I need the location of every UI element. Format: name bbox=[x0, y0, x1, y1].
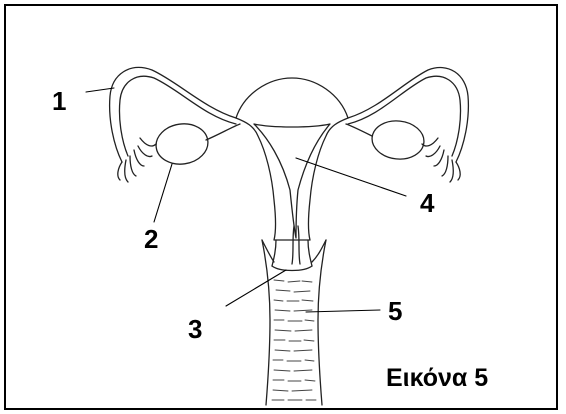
label-1: 1 bbox=[52, 88, 66, 114]
figure-caption: Εικόνα 5 bbox=[386, 366, 488, 391]
label-3: 3 bbox=[188, 316, 202, 342]
right-fimbriae bbox=[422, 138, 460, 182]
vaginal-fornix bbox=[272, 266, 312, 271]
right-tube-inner bbox=[348, 76, 461, 156]
uterine-cavity bbox=[254, 124, 330, 238]
left-ovary bbox=[153, 121, 210, 168]
uterus-body-outline bbox=[236, 78, 348, 240]
label-4: 4 bbox=[420, 190, 434, 216]
leader-lines bbox=[86, 88, 406, 312]
vagina-right-wall bbox=[318, 240, 326, 405]
leader-line-5 bbox=[306, 310, 380, 312]
right-ovary bbox=[370, 118, 426, 161]
label-2: 2 bbox=[144, 226, 158, 252]
left-ovarian-ligament bbox=[206, 124, 240, 140]
label-5: 5 bbox=[388, 298, 402, 324]
leader-line-2 bbox=[154, 164, 172, 222]
vaginal-rugae bbox=[272, 280, 316, 400]
vagina-left-wall bbox=[262, 240, 270, 405]
right-ovarian-ligament bbox=[346, 124, 372, 136]
leader-line-1 bbox=[86, 88, 114, 92]
left-tube-inner bbox=[119, 76, 236, 156]
